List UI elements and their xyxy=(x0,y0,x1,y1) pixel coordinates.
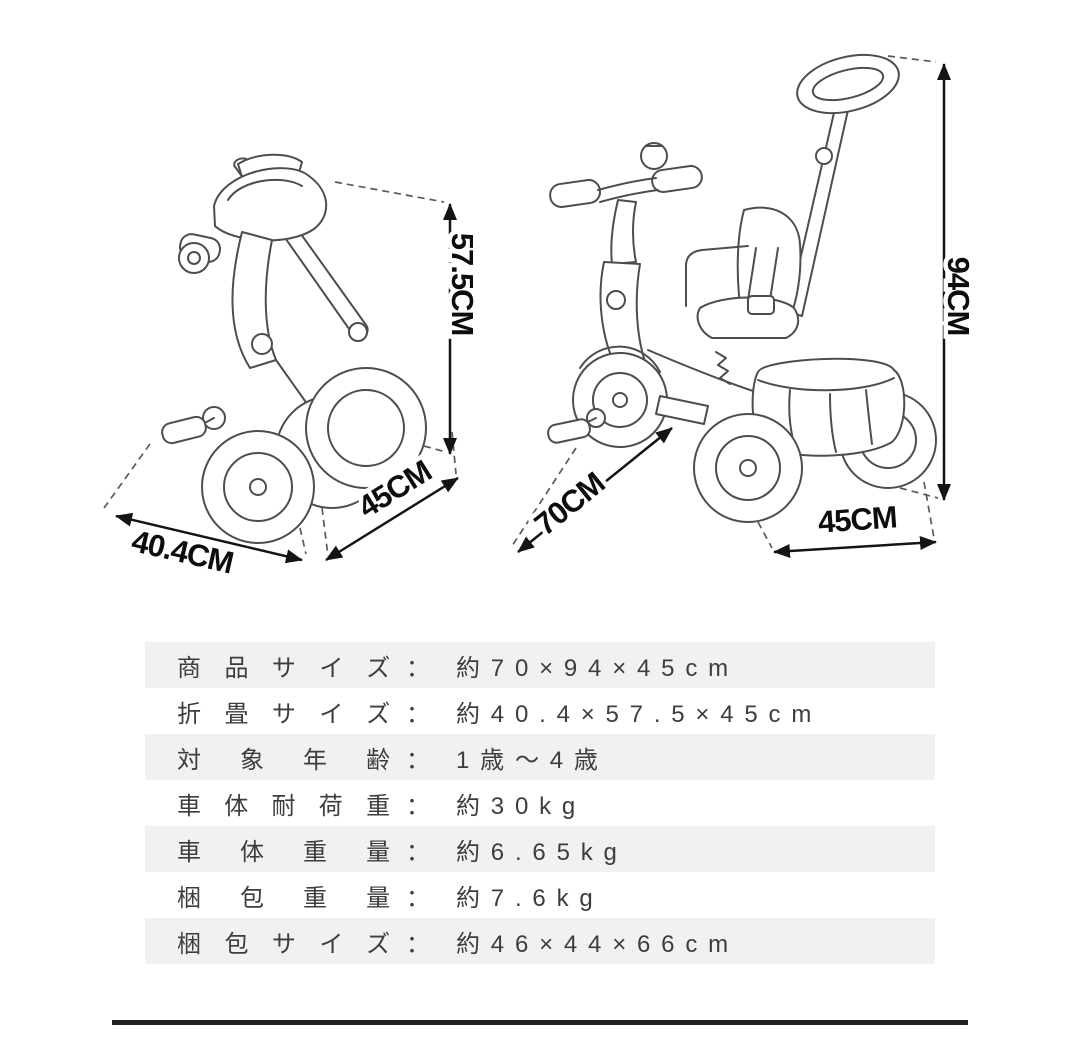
width-arrow xyxy=(773,535,937,559)
leader-line xyxy=(923,481,935,539)
folded-tricycle-drawing xyxy=(161,153,427,544)
spec-value: 約6.65kg xyxy=(456,838,628,866)
bell xyxy=(640,142,668,170)
spec-label: 対象年齢 xyxy=(177,746,392,774)
spec-row-product-size: 商品サイズ ： 約70×94×45cm xyxy=(145,642,935,688)
spec-colon: ： xyxy=(406,700,430,728)
spec-colon: ： xyxy=(406,884,430,912)
open-width-label: 45CM xyxy=(817,499,898,539)
folded-saddle xyxy=(213,167,328,242)
front-fender xyxy=(579,345,661,373)
leader-line xyxy=(887,55,937,63)
rear-wheel-inner xyxy=(327,389,405,467)
spec-row-package-size: 梱包サイズ ： 約46×44×66cm xyxy=(145,918,935,964)
leader-line xyxy=(423,445,447,453)
spec-label: 梱包サイズ xyxy=(177,930,392,958)
safety-belt-straps xyxy=(747,247,779,301)
spec-value: 約40.4×57.5×45cm xyxy=(456,700,823,728)
spec-value: 1歳～4歳 xyxy=(456,746,609,774)
depth-arrow xyxy=(325,476,459,562)
rear-wheel-hub xyxy=(739,459,757,477)
main-frame-tube xyxy=(647,349,757,393)
spec-value: 約7.6kg xyxy=(456,884,604,912)
spec-row-folded-size: 折畳サイズ ： 約40.4×57.5×45cm xyxy=(145,688,935,734)
spec-label: 商品サイズ xyxy=(177,654,392,682)
handlebar-bottom xyxy=(599,189,659,203)
spec-colon: ： xyxy=(406,838,430,866)
frame-fold-hinge xyxy=(606,290,626,310)
footboard xyxy=(655,395,709,425)
front-wheel-hub xyxy=(612,392,628,408)
front-wheel-hub xyxy=(249,478,267,496)
spec-value: 約70×94×45cm xyxy=(456,654,739,682)
pole-adjust-knob xyxy=(815,147,833,165)
parent-handle xyxy=(796,53,900,115)
spec-table: 商品サイズ：約70×94×45cm 折畳サイズ：約40.4×57.5×45cm … xyxy=(145,642,935,964)
open-length-label: 70CM xyxy=(528,465,611,542)
handle-grip-left xyxy=(549,179,602,208)
pedal xyxy=(161,415,207,445)
spec-label: 梱包重量 xyxy=(177,884,392,912)
seat-backrest xyxy=(736,206,802,321)
spec-label: 折畳サイズ xyxy=(177,700,392,728)
saddle-detail-line xyxy=(227,178,303,201)
spec-colon: ： xyxy=(406,930,430,958)
pedal xyxy=(547,418,591,444)
leader-line xyxy=(334,181,445,203)
spec-value: 約30kg xyxy=(456,792,587,820)
leader-line xyxy=(757,521,773,549)
bottom-divider xyxy=(112,1020,968,1025)
spec-row-package-weight: 梱包重量 ： 約7.6kg xyxy=(145,872,935,918)
spec-colon: ： xyxy=(406,746,430,774)
leader-line xyxy=(321,507,329,557)
frame-hinge xyxy=(251,333,273,355)
spec-label: 車体耐荷重 xyxy=(177,792,392,820)
hinge-joint xyxy=(348,322,368,342)
parent-handle-outer xyxy=(796,53,900,115)
handle-knob xyxy=(178,242,210,274)
handle-grip-right xyxy=(651,165,703,193)
spec-row-body-weight: 車体重量 ： 約6.65kg xyxy=(145,826,935,872)
handlebar-top xyxy=(597,177,657,191)
open-height-label: 94CM xyxy=(941,257,976,336)
leader-line xyxy=(299,527,307,555)
width-arrow xyxy=(115,512,303,564)
tricycle-diagram: 40.4CM 45CM 57.5CM xyxy=(103,53,976,581)
handle-knob-center xyxy=(187,251,201,265)
folded-height-label: 57.5CM xyxy=(445,233,480,336)
spec-row-load-capacity: 車体耐荷重 ： 約30kg xyxy=(145,780,935,826)
spec-colon: ： xyxy=(406,654,430,682)
spec-colon: ： xyxy=(406,792,430,820)
leader-line xyxy=(899,487,939,499)
belt-buckle xyxy=(747,295,775,315)
safety-guard-rail xyxy=(685,245,749,307)
suspension-spring xyxy=(715,351,731,385)
parent-handle-inner xyxy=(811,66,885,102)
spec-value: 約46×44×66cm xyxy=(456,930,739,958)
length-arrow xyxy=(517,427,673,553)
basket-rim xyxy=(757,377,895,392)
spec-label: 車体重量 xyxy=(177,838,392,866)
steer-stem xyxy=(610,199,637,265)
leader-line xyxy=(103,443,151,509)
spec-row-target-age: 対象年齢 ： 1歳～4歳 xyxy=(145,734,935,780)
leader-line xyxy=(451,431,457,475)
open-tricycle-drawing xyxy=(547,53,937,523)
